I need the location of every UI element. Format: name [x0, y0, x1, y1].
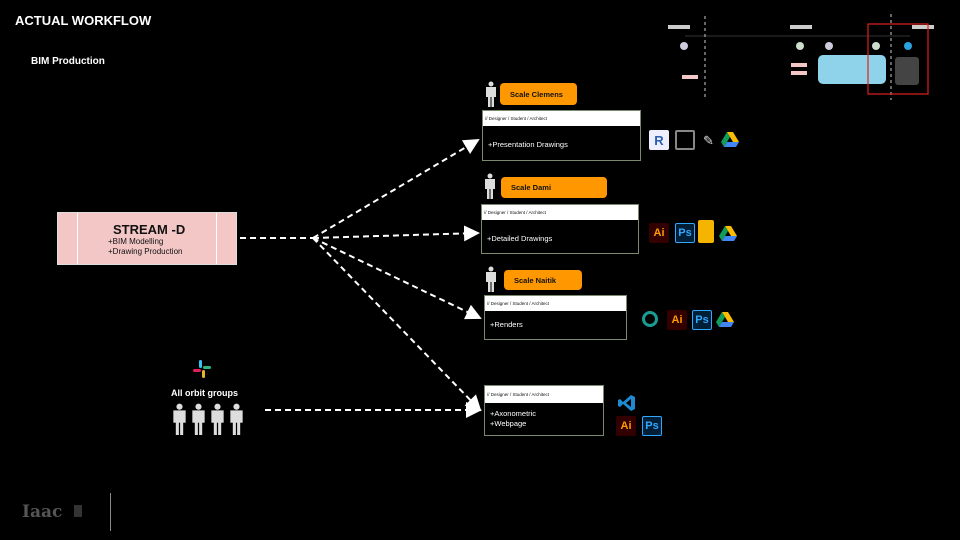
node: [796, 42, 804, 50]
task: [791, 63, 807, 67]
arrow: [312, 237, 482, 320]
google-drive-icon: [716, 312, 734, 327]
task: +Presentation Drawings: [488, 140, 568, 149]
node: [872, 42, 880, 50]
badge-scale-dami: Scale Dami: [501, 177, 607, 198]
card-presentation: // Designer / Student / Architect +Prese…: [482, 110, 641, 161]
page-title: ACTUAL WORKFLOW: [15, 13, 152, 28]
revit-icon: R: [649, 130, 669, 150]
google-drive-icon: [721, 132, 739, 147]
groups-label: All orbit groups: [171, 388, 238, 398]
section-subtitle: BIM Production: [31, 56, 105, 67]
workflow-minimap: [668, 14, 934, 100]
illustrator-icon: Ai: [649, 223, 669, 243]
person-icon: [486, 81, 496, 107]
task: [682, 75, 698, 79]
group-people: [172, 403, 244, 435]
task: [791, 71, 807, 75]
task: +Axonometric: [490, 409, 537, 418]
task: +Renders: [490, 320, 523, 329]
task: +Detailed Drawings: [487, 234, 553, 243]
stream-item: +BIM Modelling: [108, 237, 164, 246]
rhino-grasshopper-icon: [675, 130, 695, 150]
google-slides-icon: [698, 220, 714, 243]
role-label: // Designer / Student / Architect: [485, 296, 626, 311]
panel-dark: [895, 57, 919, 85]
person-icon: [486, 266, 496, 292]
photoshop-icon: Ps: [675, 223, 695, 243]
iaac-logo-mark: Iaac: [22, 502, 82, 522]
badge-scale-clemens: Scale Clemens: [500, 83, 577, 105]
stream-title: STREAM -D: [113, 222, 186, 237]
node: [825, 42, 833, 50]
role-label: // Designer / Student / Architect: [485, 386, 603, 403]
arrow: [312, 225, 480, 242]
pen-tool-icon: ✎: [703, 133, 714, 148]
week-label: [790, 25, 812, 29]
svg-text:Iaac: Iaac: [22, 502, 62, 522]
person-icon: [230, 403, 243, 435]
task: +Webpage: [490, 419, 527, 428]
person-icon: [192, 403, 205, 435]
photoshop-icon: Ps: [642, 416, 662, 436]
role-label: // Designer / Student / Architect: [482, 205, 638, 220]
3ds-max-icon: [642, 311, 658, 327]
highlight-frame: [867, 23, 929, 95]
person-icon: [173, 403, 186, 435]
illustrator-icon: Ai: [667, 310, 687, 330]
stream-d-box: STREAM -D +BIM Modelling +Drawing Produc…: [57, 212, 237, 265]
card-axonometric: // Designer / Student / Architect +Axono…: [484, 385, 604, 436]
person-icon: [211, 403, 224, 435]
arrow: [312, 237, 482, 412]
panel: [818, 55, 886, 84]
photoshop-icon: Ps: [692, 310, 712, 330]
week-label: [668, 25, 690, 29]
slack-icon: [193, 360, 211, 378]
node: [680, 42, 688, 50]
illustrator-icon: Ai: [616, 416, 636, 436]
role-label: // Designer / Student / Architect: [483, 111, 640, 126]
badge-scale-naitik: Scale Naitik: [504, 270, 582, 290]
stream-item: +Drawing Production: [108, 247, 183, 256]
google-drive-icon: [719, 226, 737, 241]
vscode-icon: [618, 395, 635, 411]
person-icon: [485, 173, 495, 199]
week-label: [912, 25, 934, 29]
card-detailed: // Designer / Student / Architect +Detai…: [481, 204, 639, 254]
arrow: [312, 138, 480, 239]
node: [904, 42, 912, 50]
card-renders: // Designer / Student / Architect +Rende…: [484, 295, 627, 340]
logo-divider: [110, 493, 111, 531]
